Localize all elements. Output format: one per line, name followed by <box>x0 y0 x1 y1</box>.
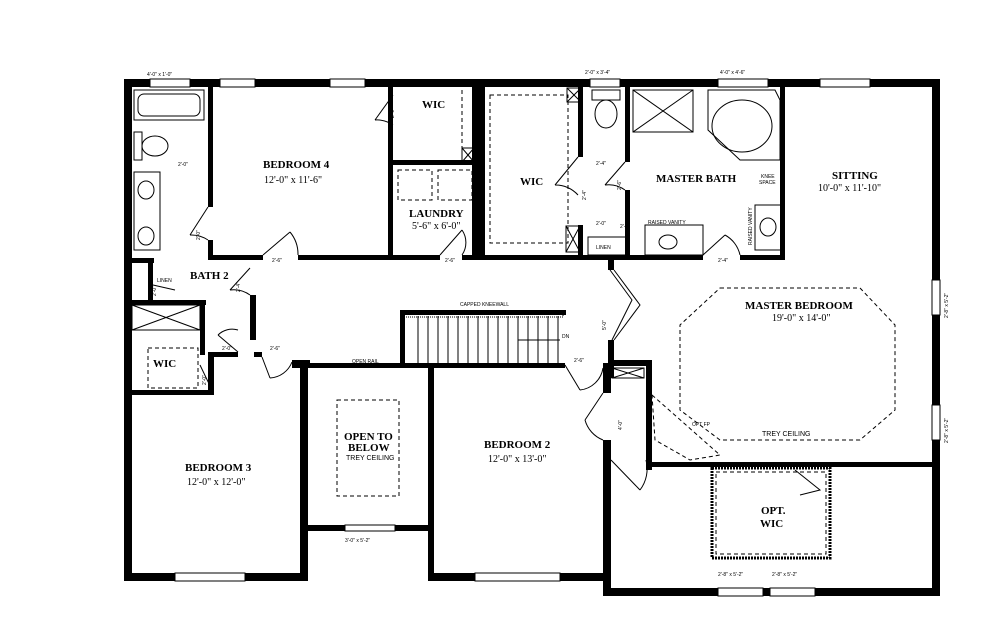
fixtures <box>131 87 896 560</box>
window-size-bottom-wic-2: 2'-8" x 5'-2" <box>772 572 797 578</box>
open-to-below-line1: OPEN TO <box>344 431 393 443</box>
bedroom3-dim: 12'-0" x 12'-0" <box>187 477 245 488</box>
trey-ceiling-note: TREY CEILING <box>762 431 811 438</box>
door-size-1: 2'-0" <box>178 162 188 168</box>
stair-dn-note: DN <box>562 334 570 340</box>
opt-fp-note: OPT FP <box>692 422 711 428</box>
door-size-5: 2'-6" <box>270 346 280 352</box>
master-bedroom-dim: 19'-0" x 14'-0" <box>772 313 830 324</box>
window-size-bottom-wic-1: 2'-8" x 5'-2" <box>718 572 743 578</box>
door-size-10: 2'-4" <box>582 190 588 200</box>
window-size-top-right: 4'-0" x 4'-6" <box>720 70 745 76</box>
bedroom4-name: BEDROOM 4 <box>263 159 330 171</box>
door-size-9: 2'-4" <box>596 161 606 167</box>
sitting-name: SITTING <box>832 170 878 182</box>
wic-upper-name: WIC <box>422 99 445 111</box>
open-to-below-outline <box>336 399 400 497</box>
toilet <box>133 131 143 161</box>
exterior-walls <box>124 79 940 596</box>
sitting-dim: 10'-0" x 11'-10" <box>818 183 881 194</box>
door-size-4: 2'-4" <box>236 282 242 292</box>
door-size-16: 2'-0" <box>152 286 158 296</box>
bedroom4-dim: 12'-0" x 11'-6" <box>264 175 322 186</box>
trey-ceiling-outline <box>679 287 896 441</box>
wic-left-name: WIC <box>153 358 176 370</box>
bath2-name: BATH 2 <box>190 270 229 282</box>
bedroom3-name: BEDROOM 3 <box>185 462 252 474</box>
door-size-19: 2'-0" <box>620 224 630 230</box>
plan-notes: CAPPED KNEEWALL OPEN RAIL DN TREY CEILIN… <box>352 174 811 438</box>
master-bath-name: MASTER BATH <box>656 173 737 185</box>
door-size-13: 5'-0" <box>602 320 608 330</box>
vanity <box>133 171 161 251</box>
doors <box>152 94 822 496</box>
bedroom2-name: BEDROOM 2 <box>484 439 551 451</box>
opt-wic-line2: WIC <box>760 518 783 530</box>
window-labels: 4'-0" x 1'-0" 2'-0" x 3'-4" 4'-0" x 4'-6… <box>147 70 950 578</box>
window-size-right-lower: 2'-8" x 5'-2" <box>944 418 950 443</box>
windows <box>149 78 941 597</box>
bathtub <box>133 89 205 121</box>
opt-wic-outline <box>710 466 832 560</box>
interior-walls <box>124 87 940 531</box>
door-size-6: 2'-0" <box>222 346 232 352</box>
knee-space-note-2: SPACE <box>759 180 776 186</box>
laundry-dim: 5'-6" x 6'-0" <box>412 221 460 232</box>
door-size-17: 2'-0" <box>202 375 208 385</box>
window-size-top-center: 2'-0" x 3'-4" <box>585 70 610 76</box>
door-size-2: 2'-0" <box>196 230 202 240</box>
master-bedroom-name: MASTER BEDROOM <box>745 300 853 312</box>
raised-vanity-note-1: RAISED VANITY <box>648 220 686 226</box>
window-size-right-upper: 2'-8" x 5'-2" <box>944 293 950 318</box>
door-size-14: 2'-6" <box>574 358 584 364</box>
door-size-12: 2'-4" <box>718 258 728 264</box>
door-size-11: 2'-0" <box>596 221 606 227</box>
door-size-8: 2'-0" <box>390 108 396 118</box>
door-size-15: 4'-0" <box>618 420 624 430</box>
window-size-top-left: 4'-0" x 1'-0" <box>147 72 172 78</box>
door-size-7: 2'-6" <box>445 258 455 264</box>
laundry-name: LAUNDRY <box>409 208 464 220</box>
door-size-3: 2'-6" <box>272 258 282 264</box>
door-size-18: 2'-6" <box>617 180 623 190</box>
raised-vanity-note-2: RAISED VANITY <box>748 207 754 245</box>
bedroom2-dim: 12'-0" x 13'-0" <box>488 454 546 465</box>
room-labels: BEDROOM 4 12'-0" x 11'-6" WIC LAUNDRY 5'… <box>153 99 881 530</box>
door-labels: 2'-0" 2'-0" 2'-6" 2'-4" 2'-6" 2'-0" 2'-6… <box>152 108 728 430</box>
capped-kneewall-note: CAPPED KNEEWALL <box>460 302 509 308</box>
open-to-below-line2: BELOW <box>348 442 390 454</box>
knee-space-note-1: KNEE <box>761 174 775 180</box>
open-to-below-note: TREY CEILING <box>346 455 395 462</box>
wic-center-name: WIC <box>520 176 543 188</box>
linen-left-name: LINEN <box>157 278 172 284</box>
linen-master-name: LINEN <box>596 245 611 251</box>
opt-wic-line1: OPT. <box>761 505 786 517</box>
window-size-bottom-open: 3'-0" x 5'-2" <box>345 538 370 544</box>
open-rail-note: OPEN RAIL <box>352 359 379 365</box>
